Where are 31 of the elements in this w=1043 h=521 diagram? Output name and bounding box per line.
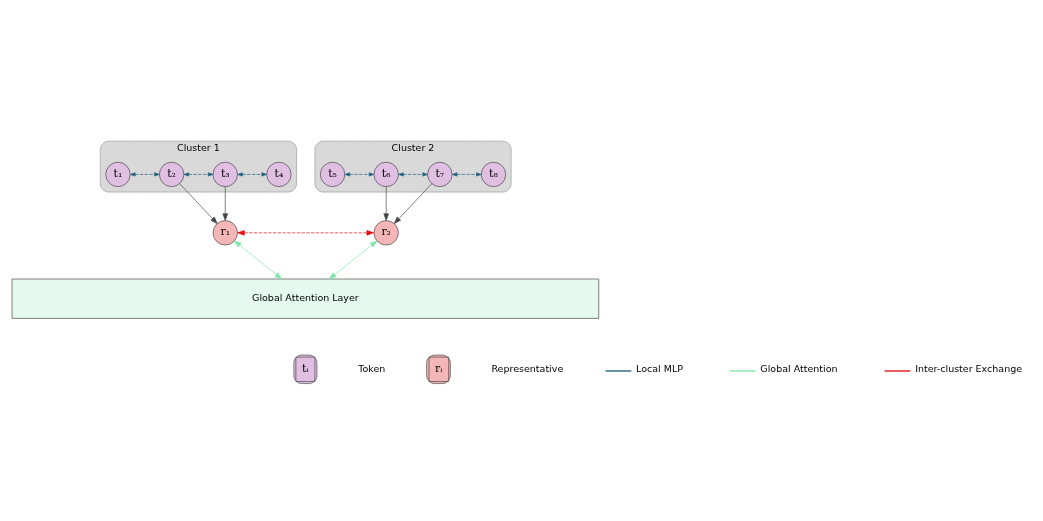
arrow xyxy=(344,171,375,176)
node-circle: t₈ xyxy=(480,161,507,187)
node-circle: t₇ xyxy=(427,161,453,187)
legend-label: Global Attention xyxy=(760,362,838,374)
legend-label: Inter-cluster Exchange xyxy=(915,362,1023,374)
legend-label: Local MLP xyxy=(636,362,683,374)
node-circle: t₆ xyxy=(373,161,399,187)
arrow xyxy=(234,240,282,279)
node-circle: r₂ xyxy=(373,219,399,245)
node-circle: t₄ xyxy=(266,161,292,187)
arrow xyxy=(329,240,378,279)
arrow xyxy=(130,171,160,176)
node-circle: t₃ xyxy=(212,161,238,187)
node-circle: t₅ xyxy=(320,161,346,187)
node-box: Global Attention Layer xyxy=(11,278,600,319)
arrow xyxy=(398,171,428,176)
label: tᵢ xyxy=(302,361,309,375)
arrow xyxy=(451,171,482,176)
legend-label: Representative xyxy=(491,362,564,374)
legend-label: Token xyxy=(358,362,386,374)
arrow xyxy=(383,186,389,221)
arrow xyxy=(237,171,267,176)
arrow xyxy=(222,186,228,221)
label: rᵢ xyxy=(435,361,443,375)
node-circle: r₁ xyxy=(212,219,238,245)
node-circle: t₁ xyxy=(105,161,131,187)
arrow xyxy=(183,171,214,176)
arrow xyxy=(179,182,218,224)
arrow xyxy=(237,229,375,236)
arrow xyxy=(393,182,433,224)
node-circle: t₂ xyxy=(159,161,185,187)
